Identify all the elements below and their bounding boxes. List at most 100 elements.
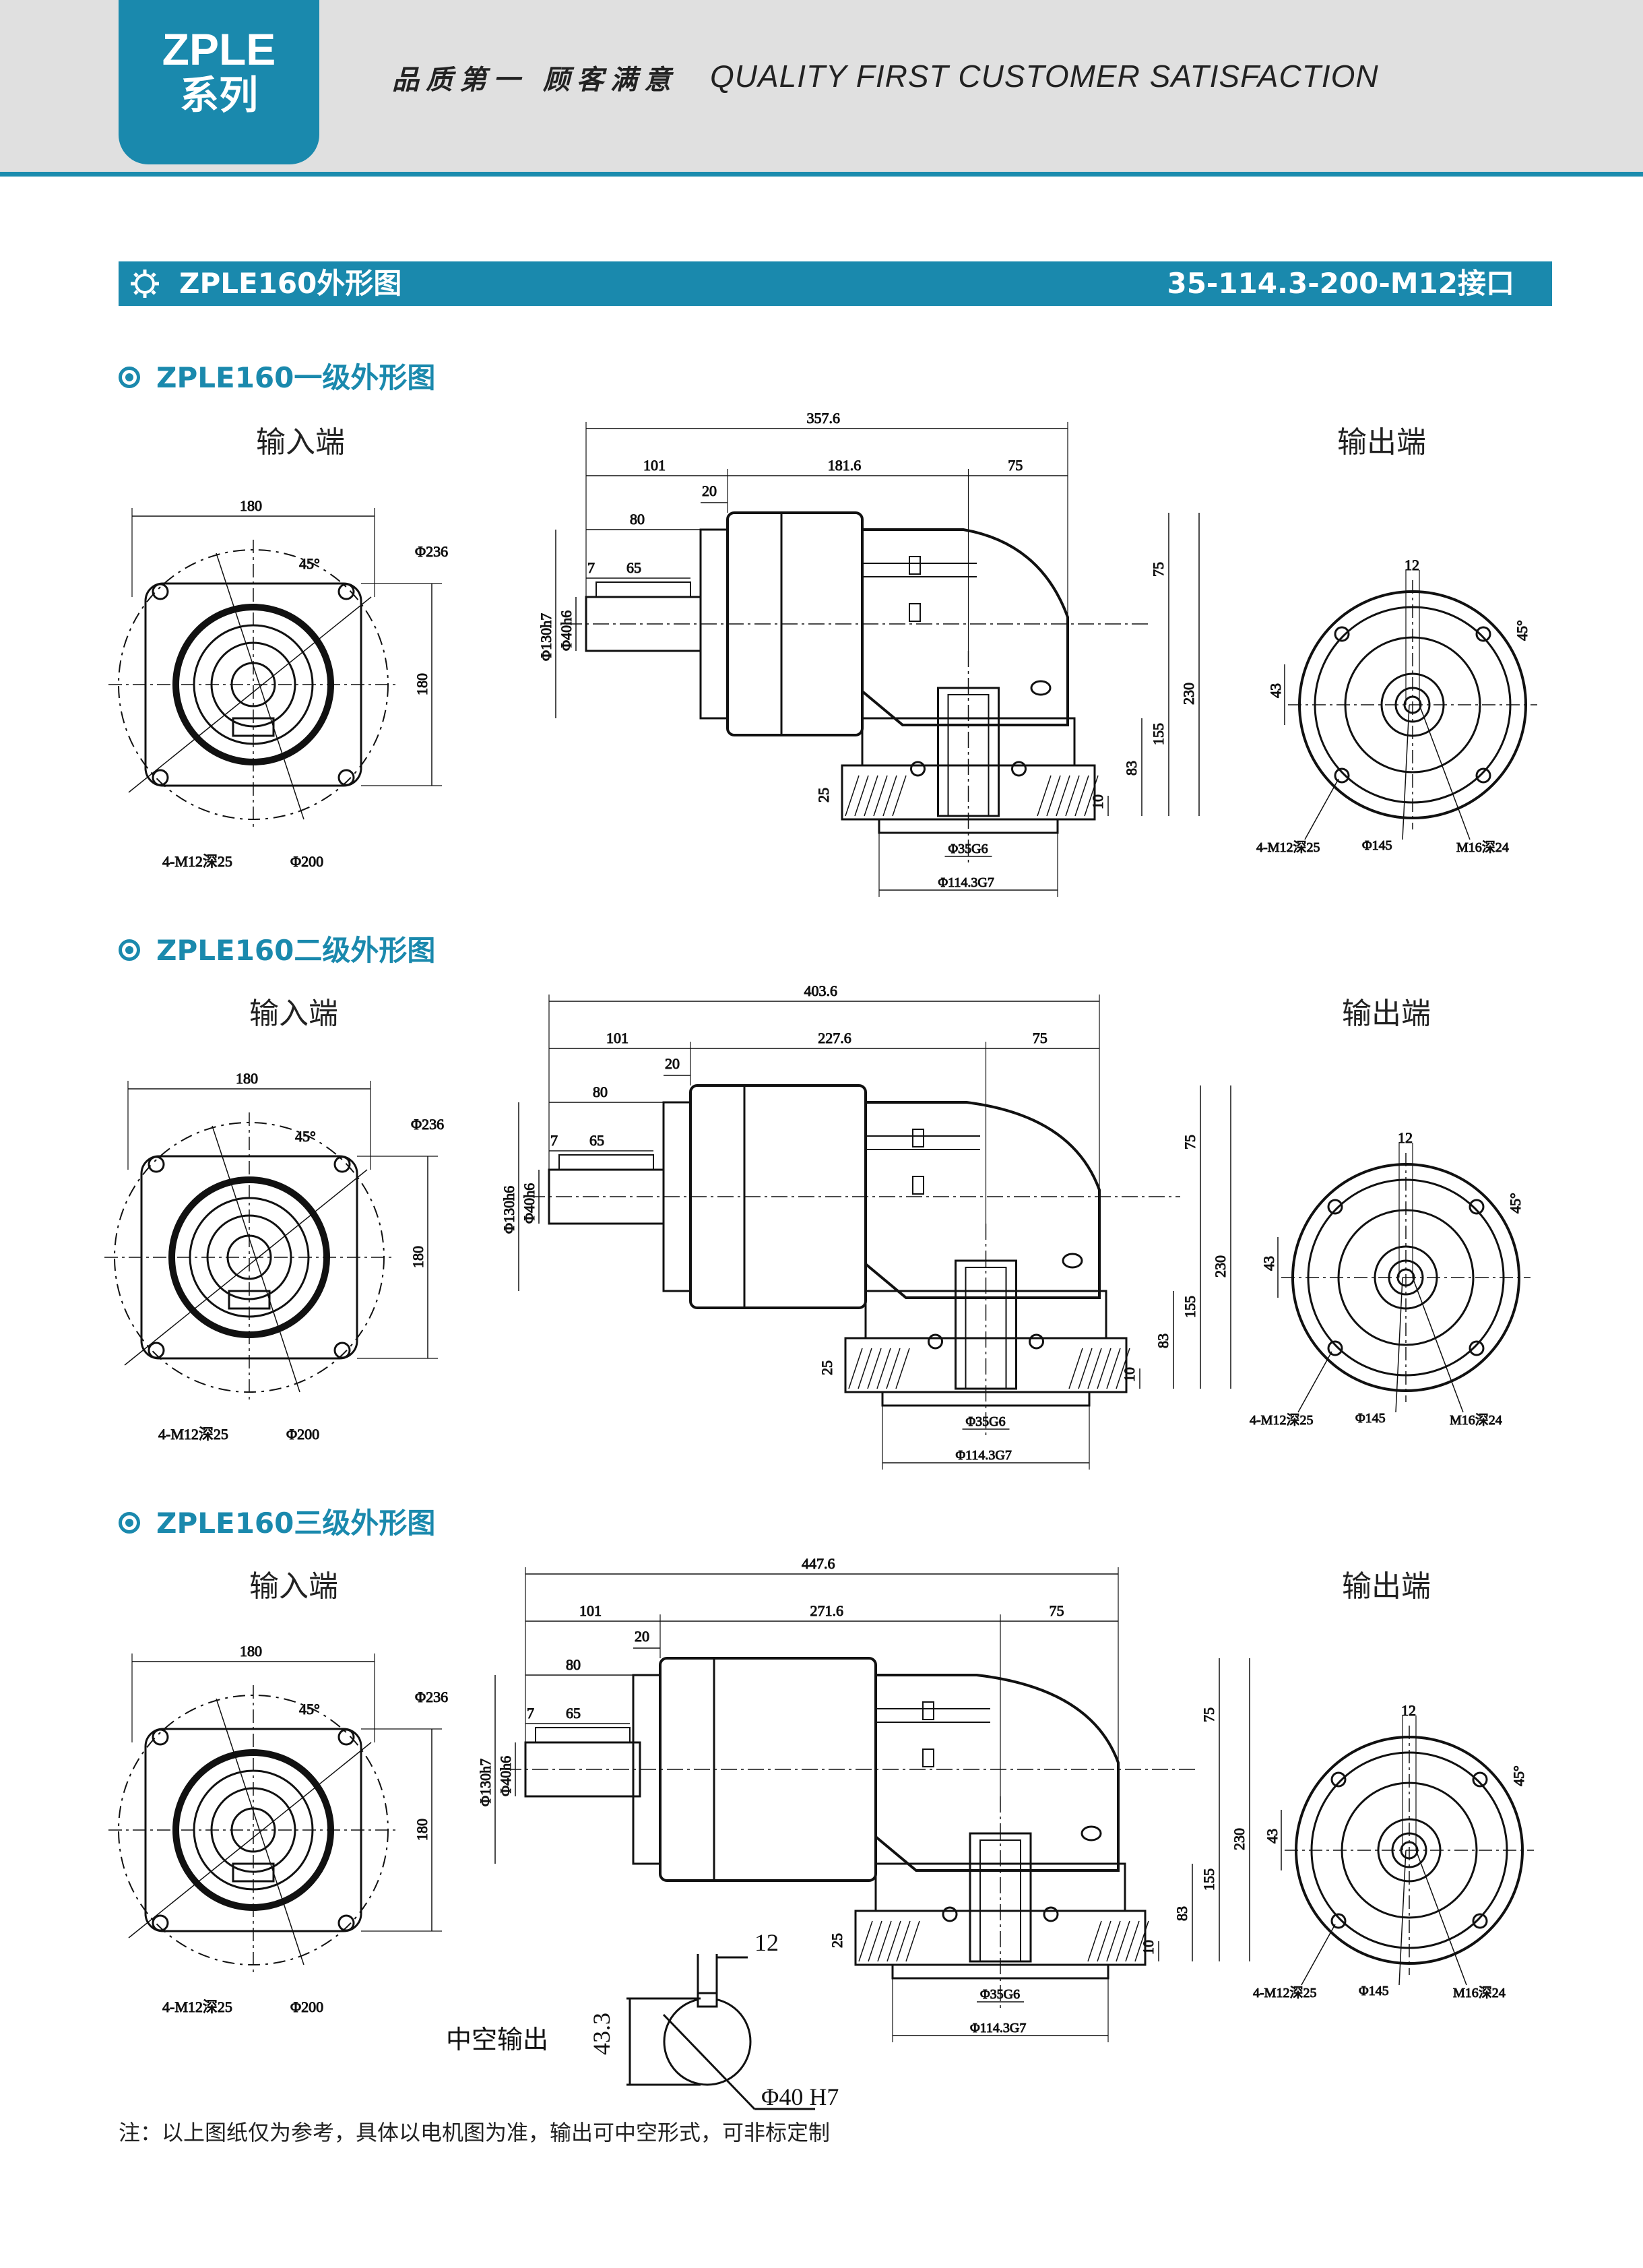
height-230-dim: 230 <box>1231 1828 1248 1850</box>
output-pcd-dim: Φ145 <box>1362 838 1392 853</box>
gear-icon <box>131 270 159 298</box>
series-name: ZPLE <box>162 24 276 74</box>
bolt-circle-dim: Φ200 <box>290 853 323 870</box>
input-label-1: 输入端 <box>256 425 345 460</box>
spigot-dim: Φ114.3G7 <box>970 2021 1026 2036</box>
bore-dim: Φ35G6 <box>966 1414 1006 1429</box>
height-25-dim: 25 <box>818 1360 835 1375</box>
header-divider <box>0 172 1643 177</box>
input-label-3: 输入端 <box>249 1569 338 1604</box>
flange-20-dim: 20 <box>665 1055 680 1072</box>
slogan-chinese: 品质第一 顾客满意 <box>392 64 678 96</box>
shaft-diameter-dim: Φ40h6 <box>497 1756 514 1796</box>
output-key-dim: 12 <box>1405 557 1419 573</box>
hollow-output-detail <box>626 1954 815 2110</box>
height-83-dim: 83 <box>1173 1906 1190 1921</box>
output-flange-3: 12 43 45° 4-M12深25 Φ145 M16深24 <box>1253 1702 1534 2001</box>
height-25-dim: 25 <box>829 1933 845 1948</box>
interface-spec: 35-114.3-200-M12接口 <box>1167 267 1514 300</box>
pcd-dim: Φ236 <box>415 543 448 560</box>
input-length-dim: 101 <box>579 1602 602 1619</box>
output-label-2: 输出端 <box>1342 997 1431 1031</box>
flange-bolts-dim: 4-M12深25 <box>162 1998 232 2015</box>
input-length-dim: 101 <box>643 457 666 474</box>
shaft-80-dim: 80 <box>630 511 645 528</box>
flange-height-dim: 180 <box>410 1246 426 1268</box>
key-7-dim: 7 <box>527 1705 534 1722</box>
flange-bolts-dim: 4-M12深25 <box>158 1426 228 1443</box>
hollow-height: 43.3 <box>588 2013 615 2055</box>
height-230-dim: 230 <box>1212 1255 1229 1278</box>
pilot-diameter-dim: Φ130h7 <box>538 613 554 661</box>
pcd-dim: Φ236 <box>411 1116 444 1133</box>
flange-20-dim: 20 <box>702 482 717 499</box>
output-length-dim: 75 <box>1033 1030 1048 1046</box>
output-length-dim: 75 <box>1008 457 1023 474</box>
height-83-dim: 83 <box>1155 1333 1171 1348</box>
key-7-dim: 7 <box>550 1132 558 1149</box>
series-tab: ZPLE 系列 <box>119 0 319 164</box>
view-title-1: ZPLE160一级外形图 <box>119 361 435 395</box>
flange-width-dim: 180 <box>236 1070 258 1087</box>
output-tap-dim: M16深24 <box>1453 1985 1506 2001</box>
body-length-dim: 271.6 <box>810 1602 844 1619</box>
flange-angle-dim: 45° <box>299 1701 320 1718</box>
height-155-dim: 155 <box>1200 1868 1217 1891</box>
key-65-dim: 65 <box>626 559 641 576</box>
spigot-dim: Φ114.3G7 <box>956 1448 1012 1463</box>
output-label-1: 输出端 <box>1337 425 1426 460</box>
flange-height-dim: 180 <box>414 673 430 695</box>
height-75-dim: 75 <box>1182 1135 1198 1149</box>
flange-height-dim: 180 <box>414 1819 430 1841</box>
output-bolts-dim: 4-M12深25 <box>1250 1412 1313 1428</box>
series-suffix: 系列 <box>179 72 258 118</box>
output-bolts-dim: 4-M12深25 <box>1253 1985 1316 2001</box>
flange-angle-dim: 45° <box>295 1128 316 1145</box>
view-title-3: ZPLE160三级外形图 <box>119 1507 435 1540</box>
shaft-diameter-dim: Φ40h6 <box>521 1183 538 1224</box>
height-230-dim: 230 <box>1180 683 1197 705</box>
height-10-dim: 10 <box>1140 1940 1157 1955</box>
key-7-dim: 7 <box>587 559 595 576</box>
output-angle-dim: 45° <box>1507 1193 1524 1214</box>
output-43-dim: 43 <box>1264 1829 1281 1844</box>
input-length-dim: 101 <box>606 1030 629 1046</box>
output-length-dim: 75 <box>1050 1602 1064 1619</box>
input-label-2: 输入端 <box>249 997 338 1031</box>
height-75-dim: 75 <box>1150 562 1167 577</box>
height-10-dim: 10 <box>1121 1367 1138 1382</box>
slogan-english: QUALITY FIRST CUSTOMER SATISFACTION <box>710 59 1379 94</box>
output-key-dim: 12 <box>1401 1702 1416 1719</box>
output-label-3: 输出端 <box>1342 1569 1431 1604</box>
bore-dim: Φ35G6 <box>948 842 988 856</box>
output-pcd-dim: Φ145 <box>1355 1411 1386 1426</box>
output-pcd-dim: Φ145 <box>1359 1984 1389 1998</box>
key-65-dim: 65 <box>589 1132 604 1149</box>
bolt-circle-dim: Φ200 <box>290 1998 323 2015</box>
shaft-80-dim: 80 <box>593 1083 608 1100</box>
flange-width-dim: 180 <box>240 1643 262 1660</box>
output-angle-dim: 45° <box>1514 620 1531 641</box>
overall-length-dim: 403.6 <box>804 982 838 999</box>
bolt-circle-dim: Φ200 <box>286 1426 319 1443</box>
output-43-dim: 43 <box>1267 683 1284 698</box>
key-65-dim: 65 <box>566 1705 581 1722</box>
section-title: ZPLE160外形图 <box>179 267 402 300</box>
height-10-dim: 10 <box>1089 794 1106 809</box>
shaft-diameter-dim: Φ40h6 <box>558 610 575 651</box>
view-title-2: ZPLE160二级外形图 <box>119 934 435 968</box>
flange-width-dim: 180 <box>240 497 262 514</box>
overall-length-dim: 447.6 <box>802 1555 835 1572</box>
output-angle-dim: 45° <box>1510 1765 1527 1786</box>
output-43-dim: 43 <box>1260 1256 1277 1271</box>
flange-20-dim: 20 <box>635 1628 649 1645</box>
